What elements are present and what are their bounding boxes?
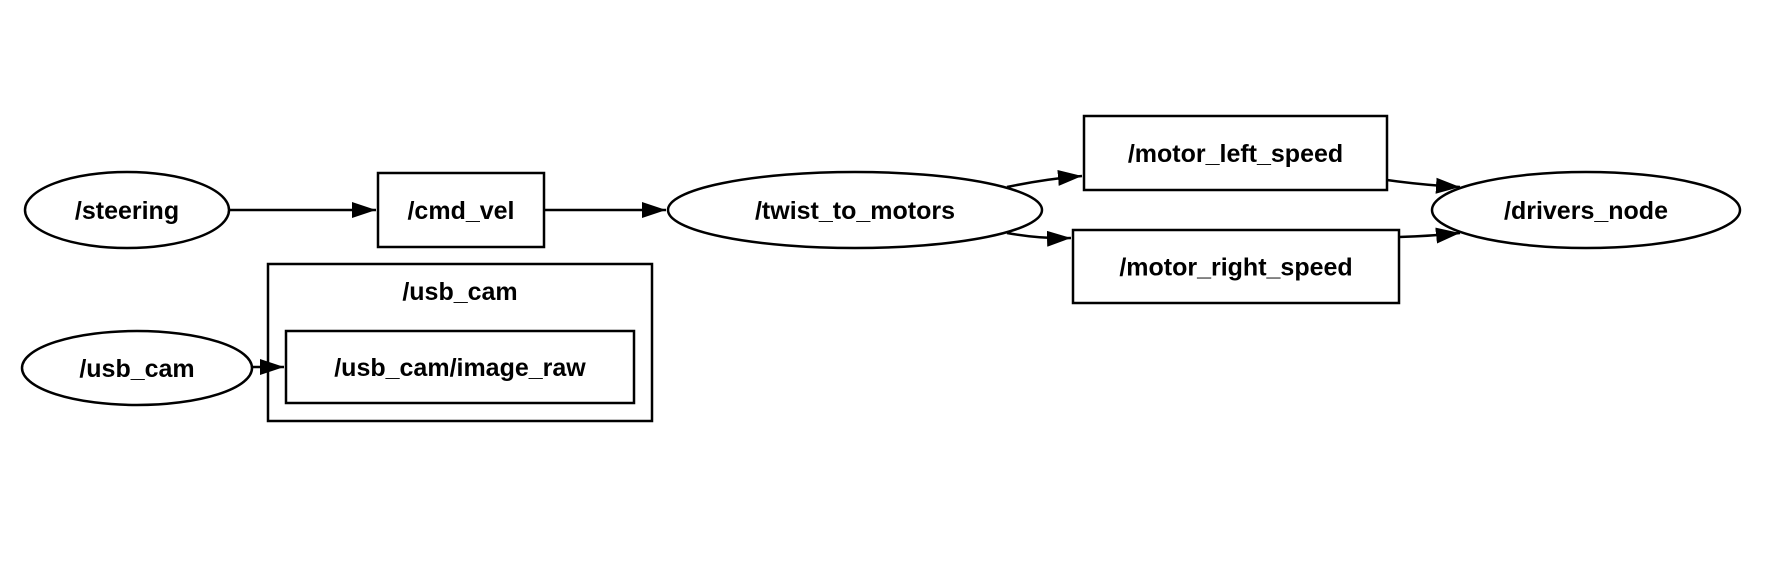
ellipse-shape[interactable] [20, 329, 254, 407]
topic-box-cmd_vel[interactable]: /cmd_vel [376, 171, 546, 249]
node-ellipse-steering[interactable]: /steering [23, 170, 231, 250]
node-label: /usb_cam/image_raw [334, 354, 586, 382]
topic-box-motor_left_speed[interactable]: /motor_left_speed [1082, 114, 1389, 192]
node-label: /usb_cam [402, 278, 517, 306]
edges-layer [229, 169, 1461, 375]
node-label: /motor_right_speed [1119, 254, 1352, 282]
rect-shape[interactable] [376, 171, 546, 249]
node-label: /usb_cam [79, 355, 194, 383]
edge-motor_right_speed-to-drivers_node [1398, 227, 1461, 244]
edge-motor_left_speed-to-drivers_node [1386, 177, 1461, 194]
topic-box-motor_right_speed[interactable]: /motor_right_speed [1071, 228, 1401, 305]
node-ellipse-drivers_node[interactable]: /drivers_node [1430, 170, 1742, 250]
edge-twist_to_motors-to-motor_right_speed [1006, 230, 1072, 247]
rect-shape[interactable] [1071, 228, 1401, 305]
topic-box-usb_cam_image_raw[interactable]: /usb_cam/image_raw [284, 329, 636, 405]
rect-shape[interactable] [284, 329, 636, 405]
ellipse-shape[interactable] [23, 170, 231, 250]
ellipse-shape[interactable] [1430, 170, 1742, 250]
rect-shape[interactable] [1082, 114, 1389, 192]
node-label: /steering [75, 197, 179, 225]
node-label: /motor_left_speed [1128, 140, 1343, 168]
node-ellipse-twist_to_motors[interactable]: /twist_to_motors [666, 170, 1044, 250]
group-rect-shape [266, 262, 654, 423]
edge-twist_to_motors-to-motor_left_speed [1006, 169, 1083, 189]
nodes-layer: /steering/cmd_vel/twist_to_motors/motor_… [20, 114, 1742, 423]
node-label: /cmd_vel [407, 197, 514, 225]
node-label: /twist_to_motors [755, 197, 955, 225]
node-label: /drivers_node [1504, 197, 1668, 225]
node-ellipse-usb_cam_node[interactable]: /usb_cam [20, 329, 254, 407]
namespace-group-usb_cam_namespace: /usb_cam [266, 262, 654, 423]
ellipse-shape[interactable] [666, 170, 1044, 250]
